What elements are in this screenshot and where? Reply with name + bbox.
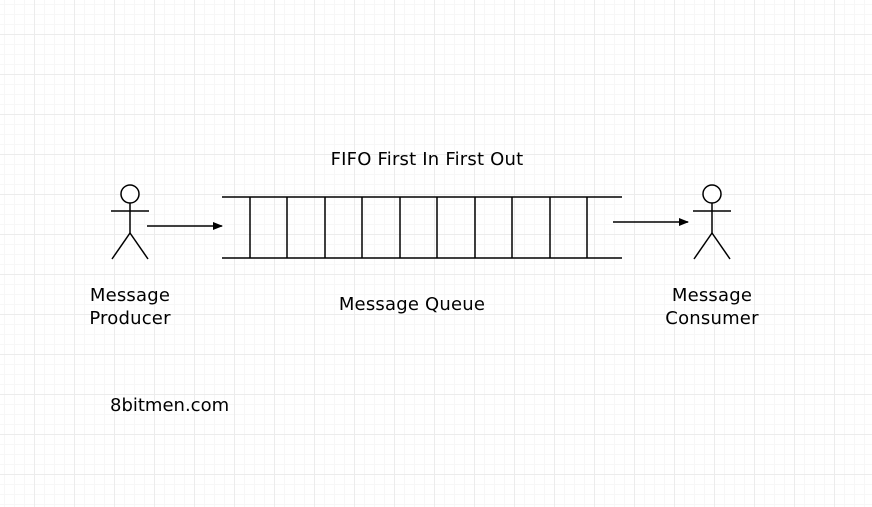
consumer-label-line1: Message bbox=[671, 285, 753, 306]
producer-label-line2: Producer bbox=[89, 308, 171, 329]
producer-label-line1: Message bbox=[89, 285, 171, 306]
diagram-title: FIFO First In First Out bbox=[330, 149, 524, 170]
consumer-label-line2: Consumer bbox=[665, 308, 759, 329]
consumer-actor-icon bbox=[693, 184, 731, 260]
producer-actor-icon bbox=[111, 184, 149, 260]
queue-label: Message Queue bbox=[338, 294, 486, 315]
consumer-label: Message Consumer bbox=[642, 284, 782, 330]
producer-label: Message Producer bbox=[60, 284, 200, 330]
message-queue bbox=[222, 196, 622, 259]
site-watermark: 8bitmen.com bbox=[110, 395, 230, 416]
queue-slots bbox=[249, 197, 588, 258]
